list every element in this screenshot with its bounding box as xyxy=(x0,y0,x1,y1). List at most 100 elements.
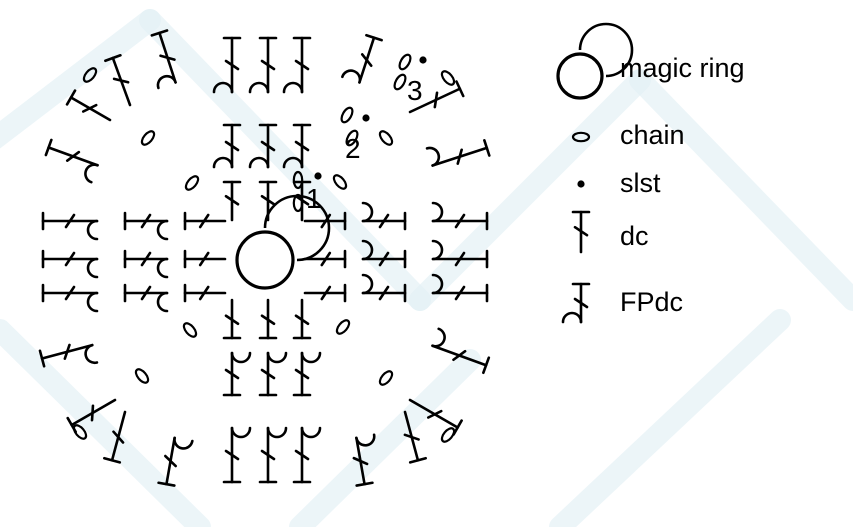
legend: magic ring chain slst dc FPdc xyxy=(556,22,745,324)
legend-label-fpdc: FPdc xyxy=(620,287,683,317)
fpdc-stitch xyxy=(431,327,491,375)
top-column-1 xyxy=(212,36,242,222)
dc-stitch xyxy=(222,298,242,340)
corner-fpdc-1 xyxy=(150,29,177,90)
chain-stitch-3 xyxy=(184,175,200,191)
dc-stitch xyxy=(303,283,347,303)
dc-stitch xyxy=(104,53,132,107)
top-column-3 xyxy=(282,36,312,222)
legend-item-fpdc: FPdc xyxy=(561,282,683,324)
watermark-stroke xyxy=(289,349,481,527)
fpdc-stitch xyxy=(248,123,278,169)
fpdc-stitch xyxy=(282,36,312,94)
chain-stitch-12 xyxy=(440,427,456,443)
round-label-1: 1 xyxy=(306,183,322,214)
watermark-stroke xyxy=(409,69,651,311)
legend-item-chain: chain xyxy=(571,120,685,150)
legend-item-dc: dc xyxy=(571,210,649,254)
fpdc-stitch xyxy=(292,351,322,397)
fpdc-stitch xyxy=(248,123,278,169)
fpdc-stitch xyxy=(292,426,322,484)
fpdc-stitch xyxy=(282,123,312,169)
chain-stitch-6 xyxy=(440,70,456,86)
bottom-column-3 xyxy=(292,298,322,484)
dc-stitch xyxy=(222,180,242,222)
fpdc-stitch xyxy=(123,211,169,241)
dc-stitch xyxy=(303,249,347,269)
fpdc-stitch xyxy=(431,273,489,303)
legend-label-slst: slst xyxy=(620,168,661,198)
fpdc-stitch xyxy=(212,36,242,94)
chain-stitch-2 xyxy=(140,130,156,146)
corner-fpdc-6 xyxy=(425,139,491,167)
stitch-diagram xyxy=(38,29,491,487)
fpdc-stitch xyxy=(425,139,491,167)
dc-stitch xyxy=(303,249,347,269)
round-number-labels: 1 2 3 xyxy=(306,75,423,214)
chain-stitch-10 xyxy=(335,319,351,335)
fpdc-stitch xyxy=(361,273,407,303)
fpdc-stitch xyxy=(212,123,242,169)
fpdc-stitch xyxy=(352,433,376,487)
bottom-column-1 xyxy=(222,298,252,484)
dc-stitch xyxy=(292,298,312,340)
magic-ring-symbol xyxy=(556,22,634,100)
fpdc-stitch xyxy=(431,201,489,231)
left-row-1 xyxy=(41,211,227,241)
legend-label-magic-ring: magic ring xyxy=(620,53,745,83)
fpdc-stitch xyxy=(212,36,242,94)
watermark-stroke xyxy=(0,9,161,149)
dc-stitch xyxy=(183,283,227,303)
slip-stitch-2 xyxy=(362,114,370,122)
dc-stitch xyxy=(408,80,465,114)
chain-icon xyxy=(571,131,591,143)
fpdc-stitch xyxy=(248,36,278,94)
dc-stitch xyxy=(403,410,427,464)
fpdc-stitch xyxy=(431,273,489,303)
fpdc-stitch xyxy=(431,201,489,231)
fpdc-stitch xyxy=(41,249,99,279)
right-row-1 xyxy=(303,201,489,231)
round-label-2: 2 xyxy=(345,133,361,164)
slst-symbol xyxy=(577,180,585,188)
dc-stitch xyxy=(258,298,278,340)
dc-stitch xyxy=(222,298,242,340)
corner-dc-15 xyxy=(403,410,427,464)
chain-stitch-15 xyxy=(340,106,354,124)
legend-label-dc: dc xyxy=(620,221,649,251)
dc-stitch xyxy=(183,211,227,231)
corner-fpdc-5 xyxy=(44,138,99,184)
right-row-2 xyxy=(303,239,489,269)
bottom-column-2 xyxy=(258,298,288,484)
fpdc-stitch xyxy=(282,123,312,169)
fpdc-stitch xyxy=(361,273,407,303)
fpdc-stitch xyxy=(123,249,169,279)
chain-stitch-14 xyxy=(292,193,304,213)
corner-fpdc-3 xyxy=(157,436,194,487)
fpdc-stitch xyxy=(38,343,99,368)
fpdc-stitch xyxy=(222,426,252,484)
chain-stitch-17 xyxy=(398,53,412,71)
right-row-3 xyxy=(303,273,489,303)
fpdc-stitch xyxy=(258,351,288,397)
left-row-3 xyxy=(41,283,227,313)
fpdc-stitch xyxy=(361,239,407,269)
legend-item-slst: slst xyxy=(577,168,661,198)
legend-label-chain: chain xyxy=(620,120,685,150)
slip-stitch-3 xyxy=(419,56,427,64)
top-column-2 xyxy=(248,36,278,222)
corner-dc-13 xyxy=(103,410,127,464)
fpdc-stitch xyxy=(222,351,252,397)
fpdc-stitch xyxy=(248,36,278,94)
chain-stitch-7 xyxy=(182,322,198,338)
dc-stitch xyxy=(303,211,347,231)
dc-stitch xyxy=(183,283,227,303)
fpdc-stitch xyxy=(222,426,252,484)
dc-stitch xyxy=(292,298,312,340)
corner-fpdc-2 xyxy=(341,33,383,84)
chain-symbol xyxy=(571,131,591,143)
chain-stitch-18 xyxy=(393,73,407,91)
double-crochet-icon xyxy=(571,210,591,254)
dc-stitch xyxy=(258,298,278,340)
